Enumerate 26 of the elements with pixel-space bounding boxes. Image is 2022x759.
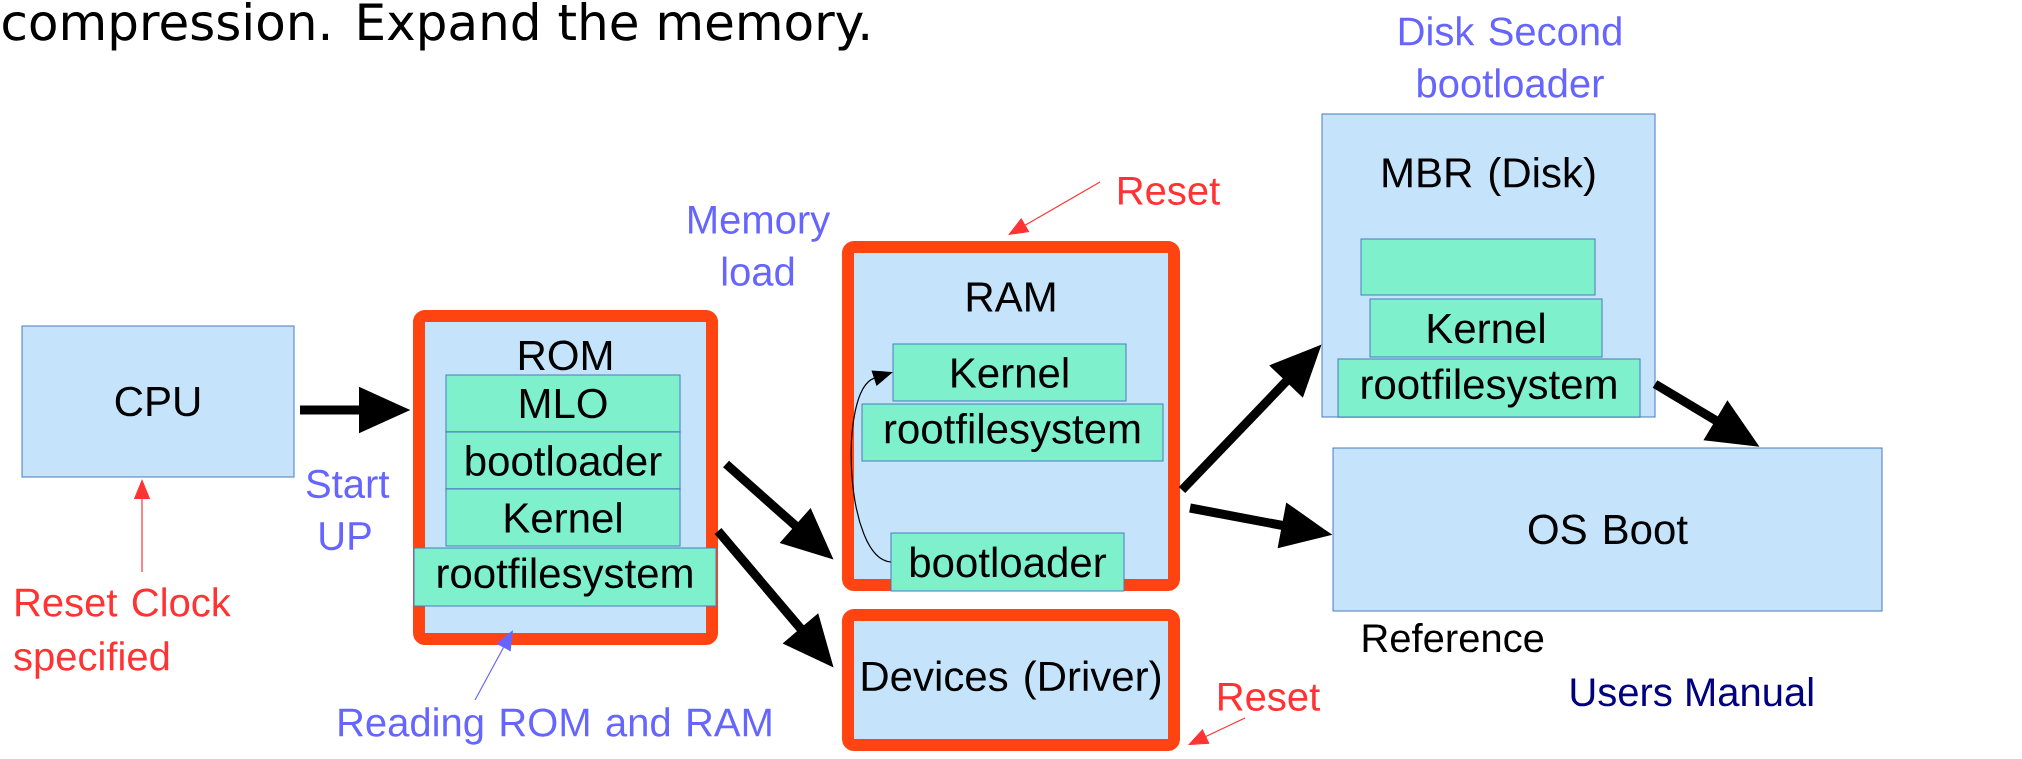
process-box: CPU <box>21 325 295 478</box>
leader-line <box>1188 717 1246 745</box>
annotation-text: Users Manual <box>1571 677 1813 707</box>
memory-block: bootloader <box>445 431 681 490</box>
annotation-text: Reset <box>1219 683 1320 711</box>
memory-block: rootfilesystem <box>1337 358 1641 418</box>
annotation-text: Disk Second bootloader <box>1399 16 1621 98</box>
highlighted-box: Devices (Driver) <box>842 609 1180 751</box>
annotation-text: Reading ROM and RAM <box>339 707 771 745</box>
memory-block: rootfilesystem <box>861 403 1164 462</box>
leader-line <box>1008 181 1101 235</box>
memory-block <box>1360 238 1596 296</box>
annotation-text: Reset <box>1119 177 1220 205</box>
memory-block: Kernel <box>1369 298 1603 358</box>
memory-block: bootloader <box>890 532 1125 592</box>
memory-block: Kernel <box>892 343 1127 402</box>
leader-line <box>474 630 513 701</box>
process-box: OS Boot <box>1332 447 1883 612</box>
curved-arrow <box>850 370 893 563</box>
annotation-text: compression. Expand the memory. <box>3 2 868 51</box>
memory-block: rootfilesystem <box>413 547 717 607</box>
annotation-text: Reset Clock specified <box>14 587 231 679</box>
memory-block: MLO <box>445 374 681 433</box>
annotation-text: Start UP <box>306 469 390 551</box>
memory-block: Kernel <box>445 488 681 547</box>
annotation-text: Memory load <box>689 206 831 286</box>
